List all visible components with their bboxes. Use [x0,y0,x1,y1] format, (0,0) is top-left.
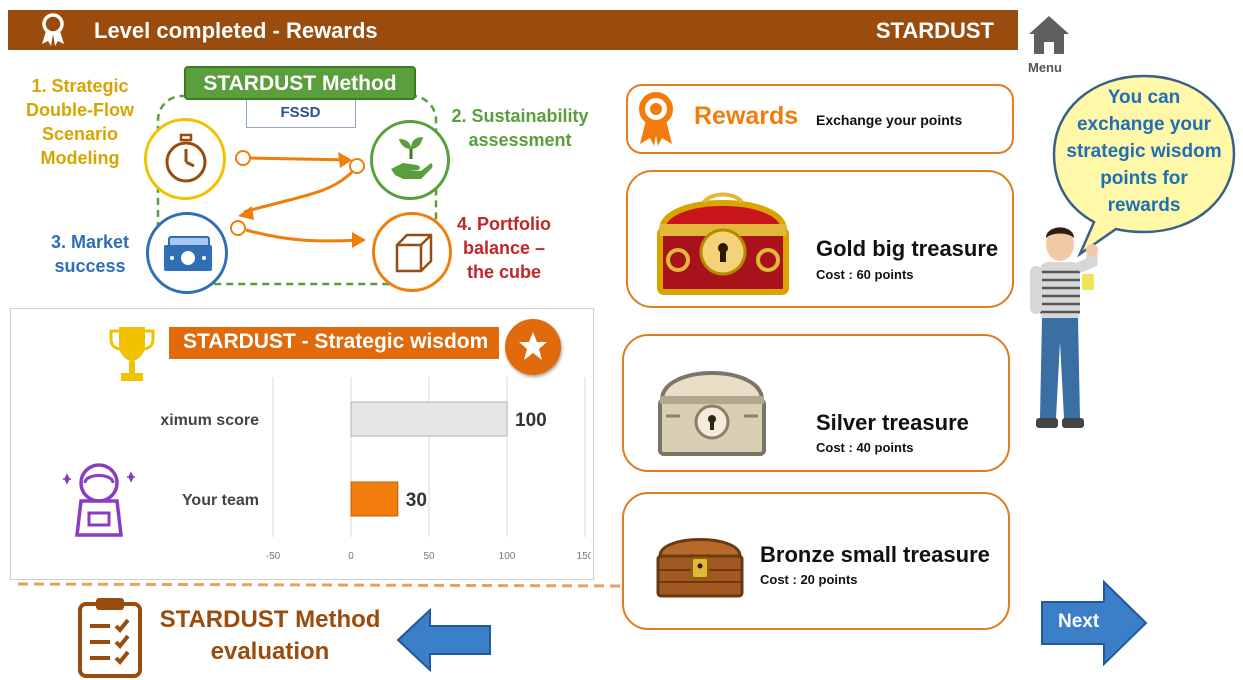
reward-gold-cost: Cost : 60 points [816,267,914,282]
chart-tick-label: 0 [348,551,354,562]
bronze-treasure-chest-icon [656,538,744,598]
method-evaluation-link[interactable]: STARDUST Method evaluation [150,604,390,668]
method-diagram: STARDUST Method FSSD 1. Strategic Double… [0,56,610,304]
bubble-line: exchange your [1076,114,1212,135]
step2-circle [370,120,450,200]
astronaut-icon [63,463,135,537]
speech-bubble-text: You can exchange your strategic wisdom p… [1062,84,1226,219]
step3-line: 3. Market [50,232,130,252]
wisdom-score-panel: STARDUST - Strategic wisdom -50 0 50 100 150… [10,308,594,580]
step4-text: 4. Portfolio balance – the cube [444,212,564,284]
wisdom-title: STARDUST - Strategic wisdom [183,330,489,353]
step3-line: success [54,256,126,276]
chart-tick-label: 100 [499,551,516,562]
dashed-divider [18,582,627,588]
boy-thumbs-up-image [1030,227,1098,428]
bubble-line: points for [1100,168,1188,189]
medal-icon [42,13,64,46]
brand-label: STARDUST [875,18,994,43]
speech-bubble-shape [1052,74,1236,258]
fssd-box: FSSD [246,100,356,128]
reward-card-gold[interactable]: Gold big treasure Cost : 60 points [626,170,1014,308]
chart-category-label: Maximum score [161,412,259,429]
cube-icon [395,233,433,273]
chart-tick-label: 150 [577,551,591,562]
next-label: Next [1058,611,1100,632]
plant-hand-icon [391,137,433,179]
step1-circle [144,118,226,200]
bubble-line: strategic wisdom [1066,141,1222,162]
bubble-line: You can [1107,87,1181,108]
step2-line: 2. Sustainability [451,106,589,126]
chart-tick-label: -50 [266,551,281,562]
reward-card-silver[interactable]: Silver treasure Cost : 40 points [622,334,1010,472]
next-button[interactable]: Next [1040,580,1150,666]
bubble-line: rewards [1107,195,1181,216]
chart-bar [350,481,399,517]
rewards-header-card: Rewards Exchange your points [626,84,1014,154]
chart-category-label: Your team [182,492,259,509]
clipboard-checklist-icon [78,598,142,678]
speech-bubble: You can exchange your strategic wisdom p… [1050,72,1238,258]
reward-gold-name: Gold big treasure [816,236,999,261]
menu-label: Menu [1028,60,1062,75]
gold-treasure-chest-icon [657,192,789,295]
reward-silver-cost: Cost : 40 points [816,440,914,455]
star-badge [505,319,561,375]
wisdom-title-banner: STARDUST - Strategic wisdom [169,327,499,359]
reward-bronze-name: Bronze small treasure [760,542,990,567]
money-icon [164,236,212,271]
rewards-subtitle: Exchange your points [816,112,963,128]
step4-circle [372,212,452,292]
chart-value-label: 30 [406,490,427,511]
home-icon [1029,16,1069,54]
evaluation-line-2: evaluation [210,638,330,665]
silver-treasure-chest-icon [658,371,766,456]
menu-button[interactable]: Menu [1026,12,1072,75]
step1-line: Scenario [41,124,119,144]
page-title: Level completed - Rewards [94,18,378,43]
step2-text: 2. Sustainability assessment [440,104,600,152]
stopwatch-icon [165,133,207,183]
step1-text: 1. Strategic Double-Flow Scenario Modeli… [20,74,140,170]
step1-line: 1. Strategic [31,76,129,96]
step3-text: 3. Market success [40,230,140,278]
trophy-icon [109,327,155,381]
step4-line: the cube [466,262,541,282]
next-arrow-icon [1041,580,1148,666]
star-icon [519,332,547,360]
fssd-label: FSSD [280,104,321,121]
back-arrow-button[interactable] [396,608,494,672]
method-title: STARDUST Method [203,72,397,95]
evaluation-line-1: STARDUST Method [159,606,381,633]
step2-line: assessment [468,130,572,150]
title-bar: Level completed - Rewards STARDUST [8,10,1018,50]
ribbon-medal-icon [639,92,673,146]
reward-card-bronze[interactable]: Bronze small treasure Cost : 20 points [622,492,1010,630]
method-title-box: STARDUST Method [184,66,416,100]
step4-line: balance – [462,238,546,258]
step1-line: Modeling [40,148,120,168]
rewards-title: Rewards [694,102,799,130]
step3-circle [146,212,228,294]
chart-value-label: 100 [515,410,547,431]
step1-line: Double-Flow [26,100,134,120]
step4-line: 4. Portfolio [457,214,551,234]
reward-silver-name: Silver treasure [816,410,969,435]
chart-tick-label: 50 [423,551,435,562]
reward-bronze-cost: Cost : 20 points [760,572,858,587]
chart-bar [350,401,508,437]
